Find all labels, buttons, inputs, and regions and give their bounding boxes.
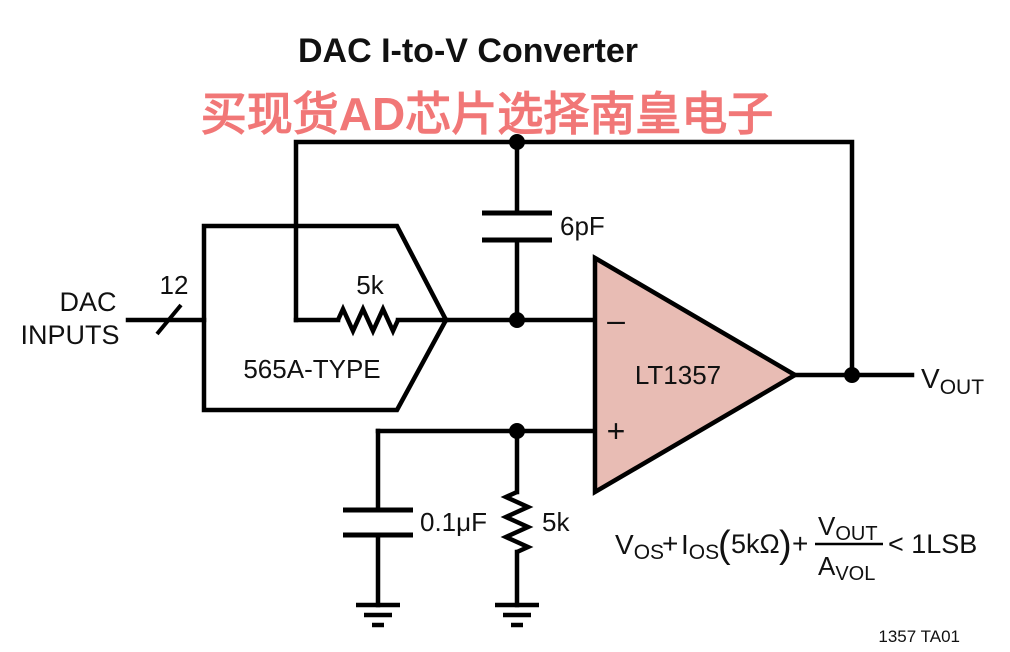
error-budget-formula: VOS + IOS ( 5kΩ ) + VOUT AVOL < 1LSB (615, 511, 977, 585)
bias-resistor-icon (500, 489, 534, 555)
junction-dot (509, 134, 525, 150)
bias-resistor-label: 5k (542, 507, 570, 537)
opamp-triangle (592, 254, 800, 496)
opamp-noninverting-pin: + (607, 413, 626, 449)
feedback-wire (293, 139, 855, 378)
dac-inputs-label-line2: INPUTS (20, 320, 119, 350)
dac-block (201, 223, 449, 413)
junction-dot (509, 312, 525, 328)
diagram-title: DAC I-to-V Converter (298, 32, 638, 70)
dac-resistor-label: 5k (356, 270, 384, 300)
ground-icon (356, 602, 400, 628)
svg-text:+: + (662, 528, 678, 559)
dac-type-label: 565A-TYPE (243, 354, 380, 384)
output-label: VOUT (921, 363, 984, 399)
watermark-text: 买现货AD芯片选择南皇电子 (201, 88, 773, 140)
ground-icon (495, 602, 539, 628)
opamp-inverting-pin: – (607, 302, 625, 338)
svg-text:5kΩ: 5kΩ (731, 529, 780, 559)
opamp-part-label: LT1357 (635, 360, 721, 390)
dac-resistor-icon (335, 303, 401, 337)
svg-text:): ) (779, 524, 792, 566)
svg-text:(: ( (718, 524, 731, 566)
svg-text:VOS: VOS (615, 529, 664, 564)
bus-width-label: 12 (160, 270, 189, 300)
junction-dot (844, 367, 860, 383)
svg-text:AVOL: AVOL (818, 551, 875, 585)
dac-inputs-label-line1: DAC (59, 287, 116, 317)
svg-text:< 1LSB: < 1LSB (888, 529, 977, 559)
figure-code: 1357 TA01 (878, 627, 960, 646)
svg-text:VOUT: VOUT (818, 511, 878, 545)
svg-text:IOS: IOS (681, 529, 719, 564)
svg-text:+: + (792, 528, 808, 559)
bias-cap-label: 0.1μF (420, 507, 487, 537)
feedback-cap-label: 6pF (560, 211, 605, 241)
bus-slash-icon (155, 303, 183, 336)
junction-dot (509, 423, 525, 439)
